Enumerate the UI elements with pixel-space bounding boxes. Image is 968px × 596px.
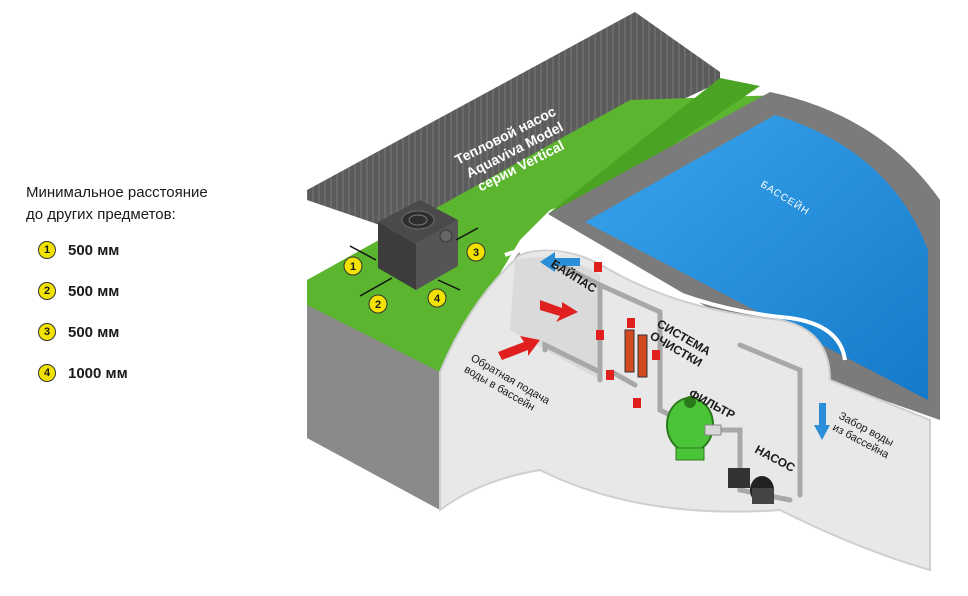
legend-distance-value: 500 мм <box>68 282 120 300</box>
utility-room-wall <box>510 257 600 380</box>
filter-tank <box>666 396 722 461</box>
marker-4-label: 4 <box>434 293 441 305</box>
room-edge <box>504 245 847 361</box>
legend-item: 4 1000 мм <box>26 363 266 383</box>
legend-distance-value: 500 мм <box>68 241 120 259</box>
legend-distance-value: 500 мм <box>68 323 120 341</box>
legend-number-badge: 3 <box>38 323 56 341</box>
marker-2-label: 2 <box>375 299 381 311</box>
pool-water <box>585 115 928 400</box>
marker-1-label: 1 <box>350 261 356 273</box>
marker-3-label: 3 <box>473 247 479 259</box>
legend-number-badge: 2 <box>38 282 56 300</box>
legend-item: 2 500 мм <box>26 281 266 301</box>
legend-title-line2: до других предметов: <box>26 206 176 223</box>
legend-title: Минимальное расстояние до других предмет… <box>26 182 266 226</box>
legend-title-line1: Минимальное расстояние <box>26 184 208 201</box>
legend-item: 1 500 мм <box>26 240 266 260</box>
cleaning-tube-2 <box>637 334 648 378</box>
return-arrow-red <box>498 336 540 360</box>
cleaning-tube-1 <box>624 329 635 373</box>
back-wall <box>307 12 720 232</box>
legend: Минимальное расстояние до других предмет… <box>26 182 266 404</box>
ground-front-face <box>307 300 440 510</box>
legend-number-badge: 4 <box>38 364 56 382</box>
grass-strip <box>548 78 760 214</box>
red-inflow-arrow <box>540 300 578 322</box>
legend-number-badge: 1 <box>38 241 56 259</box>
bypass-arrow-blue <box>540 252 580 272</box>
distance-markers: 1 2 3 4 <box>343 242 486 314</box>
valves <box>594 262 660 408</box>
intake-arrow-blue <box>814 403 830 440</box>
pump <box>728 468 774 504</box>
legend-distance-value: 1000 мм <box>68 364 128 382</box>
heat-pump-unit <box>378 200 458 290</box>
clearance-arrows <box>349 227 479 297</box>
legend-item: 3 500 мм <box>26 322 266 342</box>
flow-arrows <box>498 252 830 440</box>
